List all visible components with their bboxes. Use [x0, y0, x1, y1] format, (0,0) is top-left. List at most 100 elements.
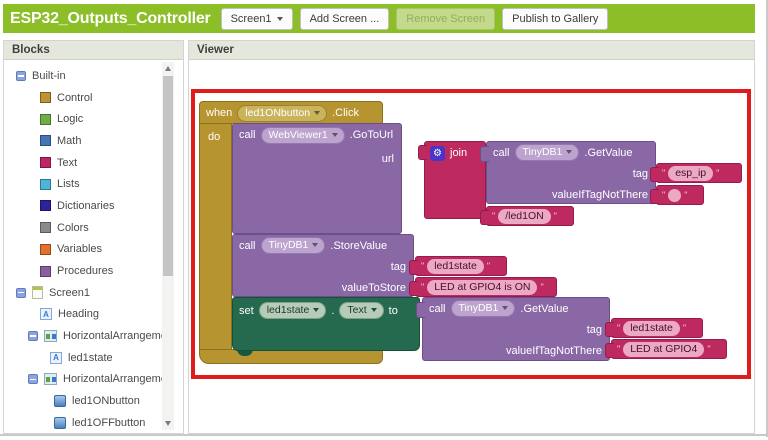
collapse-icon[interactable] [28, 374, 38, 385]
control-swatch-icon [40, 92, 51, 104]
dropdown-value: led1ONbutton [245, 106, 311, 119]
palette-item-colors[interactable]: Colors [4, 217, 183, 239]
string-block-led1state-tag-2[interactable]: " led1state " [605, 318, 703, 338]
dropdown-value: Text [347, 304, 367, 316]
palette-item-control[interactable]: Control [4, 87, 183, 109]
collapse-icon[interactable] [28, 331, 38, 342]
component-dropdown-webviewer1[interactable]: WebViewer1 [260, 126, 345, 144]
screen-selector-button[interactable]: Screen1 [220, 7, 293, 30]
quote-mark: " [707, 344, 711, 354]
string-value-field[interactable]: LED at GPIO4 [623, 341, 705, 357]
scroll-down-icon[interactable] [164, 421, 171, 426]
url-param-label: url [381, 152, 394, 165]
palette-item-logic[interactable]: Logic [4, 108, 183, 130]
string-value-field[interactable]: /led1ON [498, 208, 551, 224]
component-dropdown-tinydb1[interactable]: TinyDB1 [514, 144, 580, 161]
publish-label: Publish to Gallery [512, 12, 599, 25]
window-right-border [766, 0, 768, 437]
call-storevalue-block[interactable]: call TinyDB1 .StoreValue tag valueToStor… [232, 234, 414, 297]
when-block-bottom-bar[interactable] [199, 349, 383, 364]
tree-item-horizontal-arrangement-2[interactable]: HorizontalArrangemer [4, 369, 183, 391]
palette-label: Lists [57, 178, 80, 191]
string-value-field[interactable]: led1state [623, 320, 680, 336]
scroll-up-icon[interactable] [164, 66, 171, 71]
string-value-field[interactable]: LED at GPIO4 is ON [427, 279, 538, 295]
label-component-icon: A [40, 308, 52, 321]
palette-item-lists[interactable]: Lists [4, 173, 183, 195]
string-block-led-gpio4[interactable]: " LED at GPIO4 " [605, 339, 727, 359]
join-block[interactable]: ⚙ join [418, 141, 486, 219]
dropdown-value: led1state [266, 304, 310, 316]
tree-item-horizontal-arrangement-1[interactable]: HorizontalArrangemer [4, 325, 183, 347]
collapse-icon[interactable] [16, 70, 26, 81]
publish-to-gallery-button[interactable]: Publish to Gallery [502, 7, 609, 30]
palette-item-math[interactable]: Math [4, 130, 183, 152]
palette-label: Procedures [57, 265, 114, 278]
sidebar-scrollbar[interactable] [162, 62, 174, 430]
tree-item-led1state[interactable]: A led1state [4, 347, 183, 369]
text-swatch-icon [40, 157, 51, 169]
dropdown-value: TinyDB1 [268, 239, 309, 251]
dot-separator: . [331, 304, 335, 317]
component-dropdown-led1state[interactable]: led1state [258, 302, 327, 319]
window-bottom-border [0, 434, 768, 436]
component-dropdown-tinydb1[interactable]: TinyDB1 [450, 300, 516, 317]
call-getvalue-espip-block[interactable]: call TinyDB1 .GetValue tag valueIfTagNot… [480, 141, 656, 204]
palette-item-procedures[interactable]: Procedures [4, 260, 183, 282]
palette-item-variables[interactable]: Variables [4, 239, 183, 261]
string-block-empty[interactable]: " " [650, 185, 704, 205]
tag-param-label: tag [586, 323, 602, 336]
tree-item-screen1[interactable]: Screen1 [4, 282, 183, 304]
tree-item-built-in[interactable]: Built-in [4, 65, 183, 87]
tree-item-heading[interactable]: A Heading [4, 304, 183, 326]
string-block-led-on-message[interactable]: " LED at GPIO4 is ON " [409, 277, 557, 297]
tag-param-label: tag [632, 167, 648, 180]
call-gotourl-block[interactable]: call WebViewer1 .GoToUrl url [232, 123, 402, 234]
string-block-led1on-path[interactable]: " /led1ON " [480, 206, 574, 226]
tag-param-label: tag [390, 260, 406, 273]
collapse-icon[interactable] [16, 287, 26, 298]
dropdown-caret-icon [331, 132, 338, 137]
call-getvalue-led1state-block[interactable]: call TinyDB1 .GetValue tag valueIfTagNot… [416, 297, 610, 361]
dropdown-caret-icon [312, 243, 319, 247]
string-value-field[interactable]: esp_ip [668, 165, 714, 181]
method-name: .StoreValue [330, 239, 388, 252]
when-click-block-header[interactable]: when led1ONbutton .Click [199, 101, 383, 124]
blocks-panel-title: Blocks [12, 44, 50, 56]
remove-screen-button: Remove Screen [396, 7, 496, 30]
quote-mark: " [486, 261, 491, 271]
method-name: .GoToUrl [349, 129, 394, 141]
mutator-gear-icon[interactable]: ⚙ [430, 145, 445, 161]
tree-label: led1ONbutton [72, 395, 140, 408]
tree-item-led1onbutton[interactable]: led1ONbutton [4, 390, 183, 412]
notthere-param-label: valueIfTagNotThere [506, 344, 602, 357]
string-value-field[interactable] [668, 188, 682, 202]
string-block-led1state-tag[interactable]: " led1state " [409, 256, 507, 276]
tree-label: Heading [58, 308, 99, 321]
when-block-left-column[interactable]: do [199, 123, 232, 351]
add-screen-button[interactable]: Add Screen ... [299, 7, 390, 30]
quote-mark: " [492, 211, 496, 221]
quote-mark: " [553, 211, 557, 221]
palette-item-dictionaries[interactable]: Dictionaries [4, 195, 183, 217]
scrollbar-thumb[interactable] [163, 76, 173, 276]
string-value-field[interactable]: led1state [427, 258, 484, 274]
component-dropdown-tinydb1[interactable]: TinyDB1 [260, 237, 326, 254]
palette-label: Variables [57, 243, 103, 256]
statement-connector-bump [237, 349, 253, 356]
tree-item-led1offbutton[interactable]: led1OFFbutton [4, 412, 183, 434]
property-dropdown-text[interactable]: Text [339, 302, 384, 319]
palette-item-text[interactable]: Text [4, 152, 183, 174]
event-name: .Click [332, 107, 359, 119]
screen-selector-label: Screen1 [230, 12, 272, 25]
logic-swatch-icon [40, 113, 51, 125]
palette-label: Math [57, 134, 82, 147]
blocks-tree: Built-in Control Logic Math Text Lists [4, 60, 183, 434]
quote-mark: " [662, 168, 666, 178]
colors-swatch-icon [40, 222, 51, 234]
label-component-icon: A [50, 351, 62, 364]
set-text-block[interactable]: set led1state . Text to [232, 297, 420, 351]
component-dropdown-led1onbutton[interactable]: led1ONbutton [237, 104, 328, 122]
tree-label: led1OFFbutton [72, 416, 146, 429]
string-block-espip[interactable]: " esp_ip " [650, 163, 742, 183]
